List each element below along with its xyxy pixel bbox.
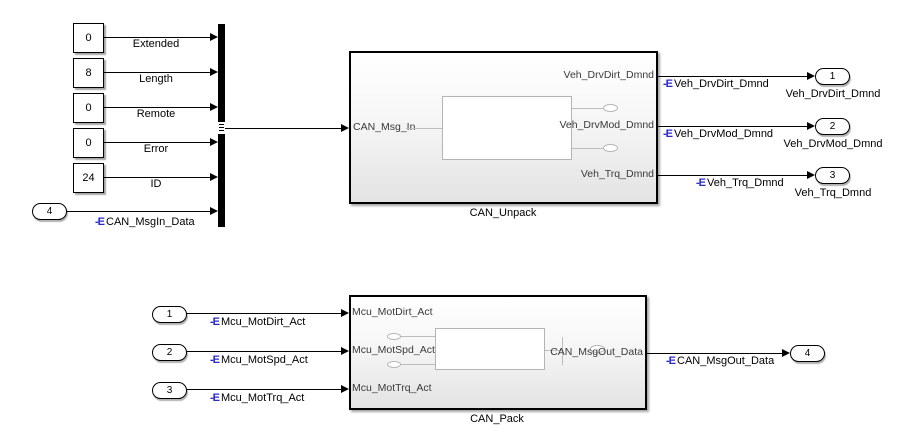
wire-mcu-motspd-act[interactable] bbox=[187, 351, 341, 352]
outport-2[interactable]: 2 bbox=[815, 118, 850, 135]
arrowhead-icon bbox=[210, 207, 218, 215]
signal-resolve-icon: -E bbox=[210, 316, 220, 328]
signal-resolve-icon: -E bbox=[95, 216, 105, 228]
pack-preview-rect bbox=[435, 328, 545, 370]
unpack-outport-label-1: Veh_DrvDirt_Dmnd bbox=[563, 69, 654, 81]
signal-label-length: Length bbox=[139, 73, 173, 85]
outport-3-name: Veh_Trq_Dmnd bbox=[794, 187, 872, 199]
arrowhead-icon bbox=[341, 385, 349, 393]
wire-remote[interactable] bbox=[104, 107, 210, 108]
unpack-outport-label-3: Veh_Trq_Dmnd bbox=[580, 168, 654, 180]
arrowhead-icon bbox=[782, 349, 790, 357]
wire-extended[interactable] bbox=[104, 37, 210, 38]
inport-4-can-msgin-data[interactable]: 4 bbox=[32, 203, 67, 220]
pack-preview-port-icon bbox=[387, 361, 401, 368]
signal-label-veh-trq-dmnd: -E Veh_Trq_Dmnd bbox=[696, 178, 784, 189]
arrowhead-icon bbox=[341, 309, 349, 317]
unpack-preview-rect bbox=[442, 96, 572, 160]
signal-name: Veh_DrvDirt_Dmnd bbox=[674, 78, 769, 90]
pack-preview-line bbox=[401, 364, 435, 365]
signal-name: Veh_DrvMod_Dmnd bbox=[674, 128, 774, 140]
arrowhead-icon bbox=[210, 103, 218, 111]
arrowhead-icon bbox=[807, 171, 815, 179]
wire-mcu-mottrq-act[interactable] bbox=[187, 389, 341, 390]
signal-name: CAN_MsgOut_Data bbox=[677, 355, 775, 367]
wire-can-msgout-data[interactable] bbox=[647, 353, 782, 354]
signal-label-extended: Extended bbox=[132, 38, 180, 50]
outport-3[interactable]: 3 bbox=[815, 167, 850, 184]
signal-name: Mcu_MotTrq_Act bbox=[221, 392, 305, 404]
pack-inport-label-2: Mcu_MotSpd_Act bbox=[352, 344, 435, 356]
pack-preview-port-icon bbox=[590, 345, 605, 353]
signal-label-veh-drvmod-dmnd: -E Veh_DrvMod_Dmnd bbox=[663, 129, 773, 140]
arrowhead-icon bbox=[210, 138, 218, 146]
unpack-outport-label-2: Veh_DrvMod_Dmnd bbox=[559, 119, 654, 131]
inport-3[interactable]: 3 bbox=[152, 382, 187, 399]
signal-label-remote: Remote bbox=[136, 108, 176, 120]
unpack-preview-line bbox=[572, 108, 603, 109]
unpack-preview-line bbox=[406, 128, 442, 129]
pack-outport-label: CAN_MsgOut_Data bbox=[550, 346, 643, 358]
pack-inport-label-3: Mcu_MotTrq_Act bbox=[352, 382, 432, 394]
wire-id[interactable] bbox=[104, 177, 210, 178]
signal-label-veh-drvdirt-dmnd: -E Veh_DrvDirt_Dmnd bbox=[663, 79, 769, 90]
arrowhead-icon bbox=[210, 68, 218, 76]
arrowhead-icon bbox=[807, 72, 815, 80]
arrowhead-icon bbox=[807, 122, 815, 130]
constant-block-remote[interactable]: 0 bbox=[73, 93, 104, 123]
wire-error[interactable] bbox=[104, 142, 210, 143]
constant-block-id[interactable]: 24 bbox=[73, 163, 104, 193]
pack-preview-line bbox=[401, 336, 435, 337]
bus-creator-icon bbox=[218, 122, 225, 134]
wire-veh-trq-dmnd[interactable] bbox=[658, 175, 807, 176]
can-pack-block-name: CAN_Pack bbox=[470, 413, 524, 425]
arrowhead-icon bbox=[210, 33, 218, 41]
signal-label-can-msgin-data: -E CAN_MsgIn_Data bbox=[95, 217, 195, 228]
outport-2-name: Veh_DrvMod_Dmnd bbox=[783, 138, 883, 150]
signal-label-mcu-mottrq-act: -E Mcu_MotTrq_Act bbox=[210, 393, 304, 404]
signal-label-can-msgout-data: -E CAN_MsgOut_Data bbox=[666, 356, 774, 367]
arrowhead-icon bbox=[341, 124, 349, 132]
arrowhead-icon bbox=[210, 173, 218, 181]
arrowhead-icon bbox=[341, 347, 349, 355]
outport-1-name: Veh_DrvDirt_Dmnd bbox=[785, 88, 881, 100]
signal-label-id: ID bbox=[150, 178, 162, 190]
outport-4[interactable]: 4 bbox=[790, 345, 825, 362]
signal-resolve-icon: -E bbox=[663, 78, 673, 90]
unpack-preview-port-icon bbox=[603, 144, 618, 152]
signal-label-mcu-motdirt-act: -E Mcu_MotDirt_Act bbox=[210, 317, 305, 328]
pack-preview-port-icon bbox=[387, 333, 401, 340]
signal-name: Mcu_MotSpd_Act bbox=[221, 354, 308, 366]
unpack-preview-line bbox=[572, 148, 603, 149]
constant-block-extended[interactable]: 0 bbox=[73, 23, 104, 53]
signal-name: Veh_Trq_Dmnd bbox=[707, 177, 784, 189]
signal-resolve-icon: -E bbox=[696, 177, 706, 189]
inport-2[interactable]: 2 bbox=[152, 344, 187, 361]
pack-inport-label-1: Mcu_MotDirt_Act bbox=[352, 306, 433, 318]
pack-preview-line bbox=[562, 337, 563, 365]
wire-can-msg-in[interactable] bbox=[225, 128, 341, 129]
signal-name: CAN_MsgIn_Data bbox=[106, 216, 195, 228]
wire-length[interactable] bbox=[104, 72, 210, 73]
signal-resolve-icon: -E bbox=[210, 354, 220, 366]
wire-veh-drvmod-dmnd[interactable] bbox=[658, 126, 807, 127]
can-unpack-block-name: CAN_Unpack bbox=[469, 207, 537, 219]
constant-block-length[interactable]: 8 bbox=[73, 58, 104, 88]
signal-label-error: Error bbox=[143, 143, 169, 155]
signal-resolve-icon: -E bbox=[663, 128, 673, 140]
pack-preview-line bbox=[545, 350, 562, 351]
constant-block-error[interactable]: 0 bbox=[73, 128, 104, 158]
unpack-preview-port-icon bbox=[603, 104, 618, 112]
signal-name: Mcu_MotDirt_Act bbox=[221, 316, 306, 328]
wire-veh-drvdirt-dmnd[interactable] bbox=[658, 76, 807, 77]
outport-1[interactable]: 1 bbox=[815, 68, 850, 85]
signal-resolve-icon: -E bbox=[210, 392, 220, 404]
signal-resolve-icon: -E bbox=[666, 355, 676, 367]
signal-label-mcu-motspd-act: -E Mcu_MotSpd_Act bbox=[210, 355, 308, 366]
inport-1[interactable]: 1 bbox=[152, 306, 187, 323]
wire-can-msgin-data[interactable] bbox=[67, 211, 210, 212]
unpack-inport-label: CAN_Msg_In bbox=[353, 121, 416, 133]
wire-mcu-motdirt-act[interactable] bbox=[187, 313, 341, 314]
